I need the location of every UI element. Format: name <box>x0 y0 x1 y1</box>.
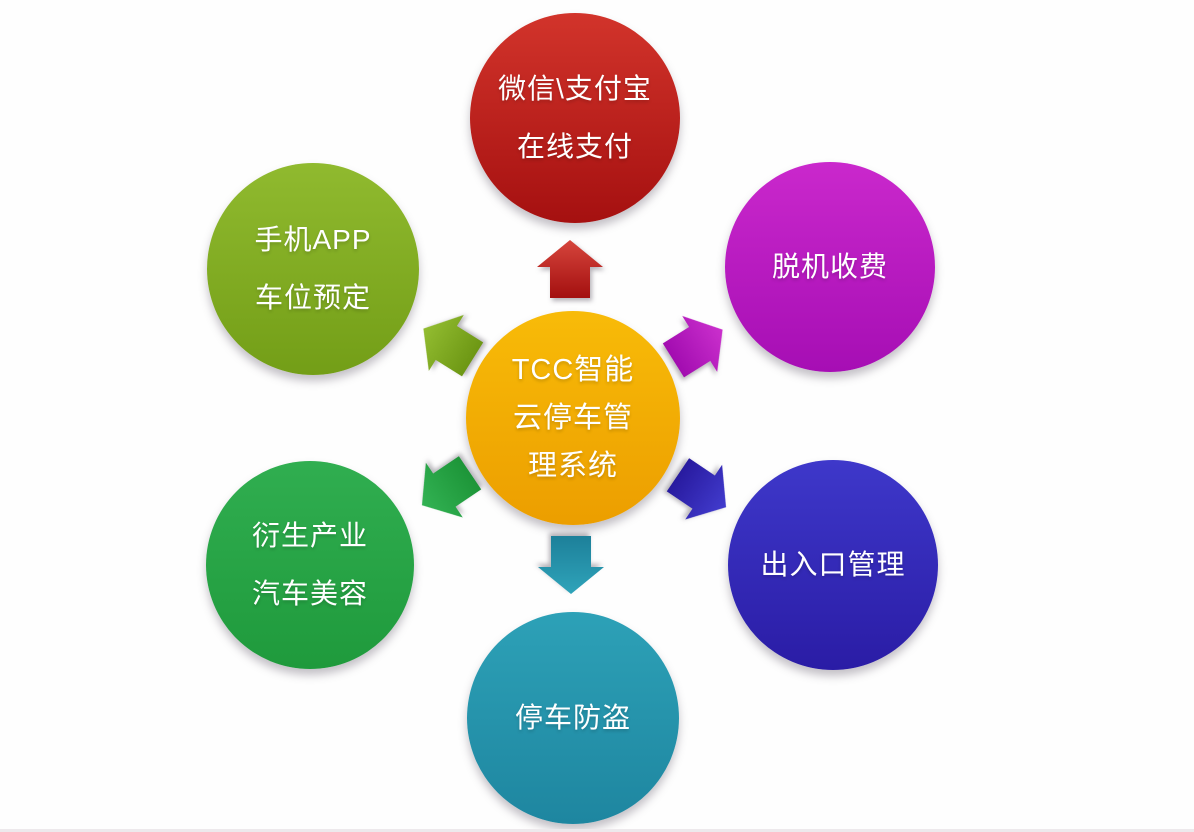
node-mobile-app-label-line1: 手机APP <box>254 224 372 255</box>
node-derivative-label-line2: 汽车美容 <box>251 578 368 609</box>
arrow-down-left-icon <box>402 443 490 535</box>
node-anti_theft: 停车防盗 <box>467 612 679 824</box>
node-payment-label-line1: 微信\支付宝 <box>498 73 652 104</box>
node-derivative-label-line1: 衍生产业 <box>251 520 368 551</box>
node-mobile_app: 手机APP 车位预定 <box>207 163 419 375</box>
node-gate-label: 出入口管理 <box>760 549 906 580</box>
node-anti-theft-label: 停车防盗 <box>514 702 631 733</box>
node-offline_fee: 脱机收费 <box>725 162 935 372</box>
arrow-down-right-icon <box>658 445 746 537</box>
node-center-label-line2: 云停车管 <box>512 401 633 434</box>
arrow-up-icon <box>534 240 606 298</box>
arrow-up-left-icon <box>404 298 491 390</box>
node-gate: 出入口管理 <box>728 460 938 670</box>
page-bottom-border <box>0 829 1194 832</box>
node-center-label-line3: 理系统 <box>527 449 618 482</box>
arrow-down-icon <box>535 536 607 594</box>
node-center-label-line1: TCC智能 <box>511 353 635 386</box>
node-mobile-app-label-line2: 车位预定 <box>254 282 371 313</box>
arrow-up-right-icon <box>654 299 741 391</box>
node-offline-fee-label: 脱机收费 <box>771 251 888 282</box>
node-derivative: 衍生产业 汽车美容 <box>206 461 414 669</box>
node-payment-label-line2: 在线支付 <box>516 131 633 162</box>
node-payment: 微信\支付宝 在线支付 <box>470 13 680 223</box>
node-center: TCC智能 云停车管 理系统 <box>466 311 680 525</box>
